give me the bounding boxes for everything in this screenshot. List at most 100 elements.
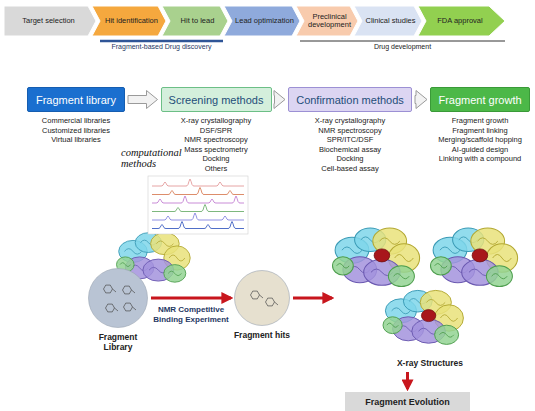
circle-outline [235,271,290,326]
molecule-bond [275,302,279,305]
block-arrow [274,91,285,109]
circle-label: Fragment Library [87,332,149,352]
protein-strand [387,323,399,327]
box-heading: Confirmation methods [296,94,404,106]
molecule-bond [260,295,264,298]
list-item: Customized libraries [42,126,110,136]
molecule-bond [132,290,136,293]
stage-box: Screening methodsX-ray crystallographyDS… [161,87,272,112]
stage-box: Fragment libraryCommercial librariesCust… [27,87,125,112]
block-arrow [415,91,427,109]
list-item: Linking with a compound [438,154,522,164]
protein-structure [431,228,518,287]
molecule-sketch [106,304,115,312]
fragment-circle: Fragment hits [234,270,290,326]
structure-label: X-ray Structures [335,358,525,368]
edge-label: NMR Competitive Binding Experiment [153,305,229,325]
box-heading: Fragment growth [438,94,521,106]
arrow-line [151,297,231,300]
chevron-outline [92,6,166,36]
list-item: DSF/SPR [181,126,251,136]
method-list: X-ray crystallographyDSF/SPRNMR spectros… [181,116,251,173]
list-item: X-ray crystallography [315,116,385,126]
pipeline-stage: Lead optimization [224,6,300,36]
pipeline-stage: FDA approval [418,6,505,36]
box-heading: Screening methods [169,94,264,106]
pipeline-stage: Preclinical development [296,6,358,36]
protein-domain [388,266,414,287]
phase-label: Fragment-based Drug discovery [100,43,223,51]
protein-strand [426,299,445,305]
block-arrow-shape [128,91,158,109]
protein-domain [486,266,512,287]
molecule-sketch [123,286,132,294]
arrow-line [293,297,332,300]
stage-label: Lead optimization [235,17,294,25]
list-item: Docking [181,154,251,164]
list-item: NMR spectroscopy [181,135,251,145]
list-item: AI-guided design [438,145,522,155]
circle-shape [234,270,290,326]
circle-label: Fragment hits [234,330,290,340]
chevron-outline [296,6,358,36]
pipeline-stage: Clinical studies [354,6,422,36]
nmr-spectrum [152,213,244,220]
list-item: Cell-based assay [315,164,385,174]
phase-bar [100,40,223,43]
list-item: Fragment growth [438,116,522,126]
circle-outline [89,269,148,328]
protein-domain [435,325,459,344]
nmr-spectrum [152,179,244,186]
result-box: Fragment Evolution [345,392,470,411]
protein-strand [492,274,508,279]
stage-label: Clinical studies [365,17,415,25]
chevron-outline [354,6,422,36]
protein-strand [478,238,498,245]
protein-strand [440,315,457,322]
nmr-spectrum [152,188,244,195]
block-arrow [128,91,158,109]
phase-label: Drug development [300,43,505,51]
molecule-sketch [266,298,275,306]
pipeline-stage: Target selection [4,6,96,36]
protein-structure [333,228,420,287]
method-list: X-ray crystallographyNMR spectroscopySPR… [315,116,385,173]
flow-arrow [407,372,408,389]
bound-ligand [472,249,488,262]
block-arrow-shape [274,91,285,109]
phase-line [300,41,505,42]
list-item: Mass spectrometry [181,145,251,155]
nmr-spectrum [152,196,244,203]
protein-strand [156,241,173,247]
list-item: Fragment linking [438,126,522,136]
bound-ligand [421,310,435,322]
flow-arrow [151,298,231,299]
protein-structure [383,290,463,344]
protein-strand [169,255,185,261]
fragment-circle: Fragment Library [88,268,148,328]
protein-domain [164,265,186,283]
protein-strand [394,274,410,279]
method-list: Fragment growthFragment linkingMerging/s… [438,116,522,164]
protein-domain [383,317,402,334]
list-item: Biochemical assay [315,145,385,155]
protein-strand [439,332,453,337]
molecule-sketch [124,303,133,311]
molecule-sketch [251,291,260,299]
list-item: X-ray crystallography [181,116,251,126]
stage-label: Hit to lead [181,17,215,25]
stage-label: Preclinical development [307,13,352,30]
protein-strand [337,264,349,269]
stage-box: Confirmation methodsX-ray crystallograph… [288,87,412,112]
result-label: Fragment Evolution [365,397,450,407]
list-item: NMR spectroscopy [315,126,385,136]
molecule-bond [113,289,117,292]
circle-shape [88,268,148,328]
stage-label: Target selection [22,17,75,25]
handwritten-note: computational methods [121,147,206,169]
arrow-line [406,372,409,389]
list-item: SPR/ITC/DSF [315,135,385,145]
method-list: Commercial librariesCustomized libraries… [42,116,110,145]
